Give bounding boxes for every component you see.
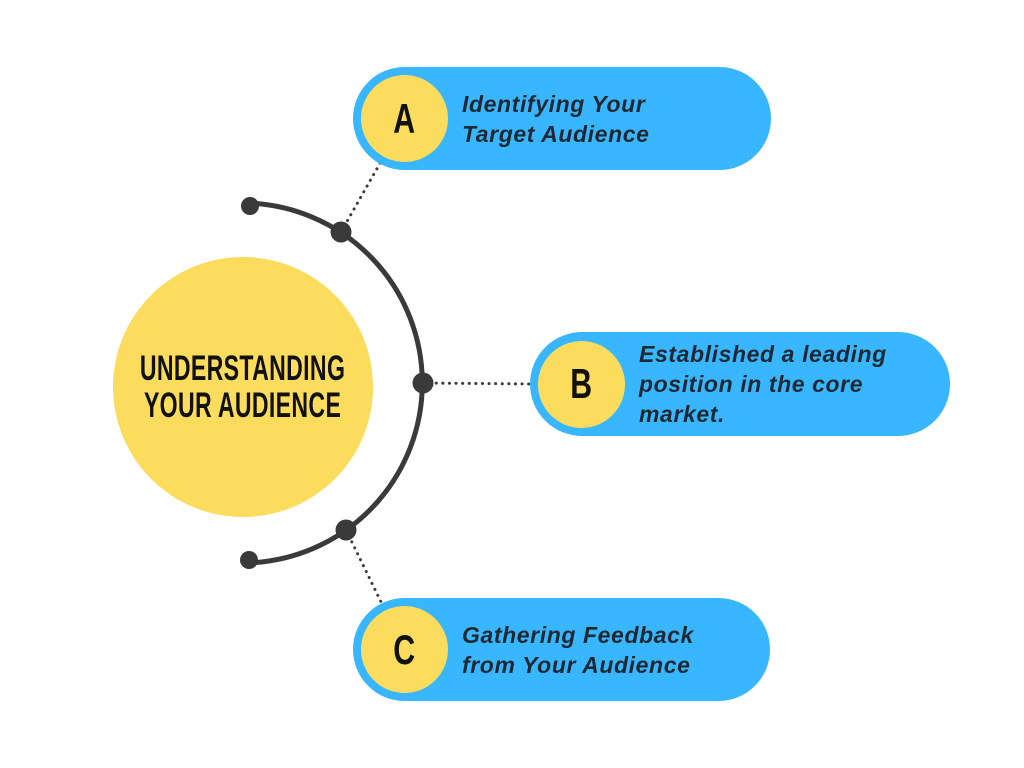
item-badge-letter-c: C — [393, 625, 416, 673]
item-badge-a: A — [361, 75, 448, 162]
dotted-connector-c — [344, 528, 386, 610]
item-badge-letter-b: B — [570, 360, 593, 407]
item-pill-c: C Gathering Feedback from Your Audience — [353, 598, 770, 701]
center-title-line-1: UNDERSTANDING — [140, 349, 346, 388]
item-badge-letter-a: A — [393, 94, 416, 142]
item-a-line-2: Target Audience — [462, 120, 650, 147]
center-topic-title: UNDERSTANDING YOUR AUDIENCE — [140, 350, 345, 424]
item-text-a: Identifying Your Target Audience — [462, 89, 650, 149]
center-title-line-2: YOUR AUDIENCE — [144, 386, 342, 425]
arc-node-dot-c — [335, 519, 357, 541]
arc-node-dot-a — [330, 221, 352, 243]
item-pill-a: A Identifying Your Target Audience — [353, 67, 771, 170]
center-topic-circle: UNDERSTANDING YOUR AUDIENCE — [113, 257, 373, 517]
item-c-line-2: from Your Audience — [462, 651, 691, 678]
item-text-c: Gathering Feedback from Your Audience — [462, 620, 694, 680]
arc-end-dot-bottom — [240, 551, 258, 569]
arc-end-dot-top — [241, 197, 259, 215]
item-b-line-3: market. — [639, 401, 726, 427]
item-badge-b: B — [538, 340, 625, 428]
arc-node-dot-b — [412, 372, 434, 394]
item-a-line-1: Identifying Your — [462, 90, 646, 117]
dotted-connector-b — [421, 381, 537, 386]
item-badge-c: C — [361, 606, 448, 693]
item-b-line-2: position in the core — [639, 371, 864, 397]
item-c-line-1: Gathering Feedback — [462, 621, 694, 648]
item-b-line-1: Established a leading — [639, 341, 887, 367]
dotted-connector-a — [339, 156, 385, 234]
item-pill-b: B Established a leading position in the … — [530, 332, 950, 436]
item-text-b: Established a leading position in the co… — [639, 339, 887, 429]
